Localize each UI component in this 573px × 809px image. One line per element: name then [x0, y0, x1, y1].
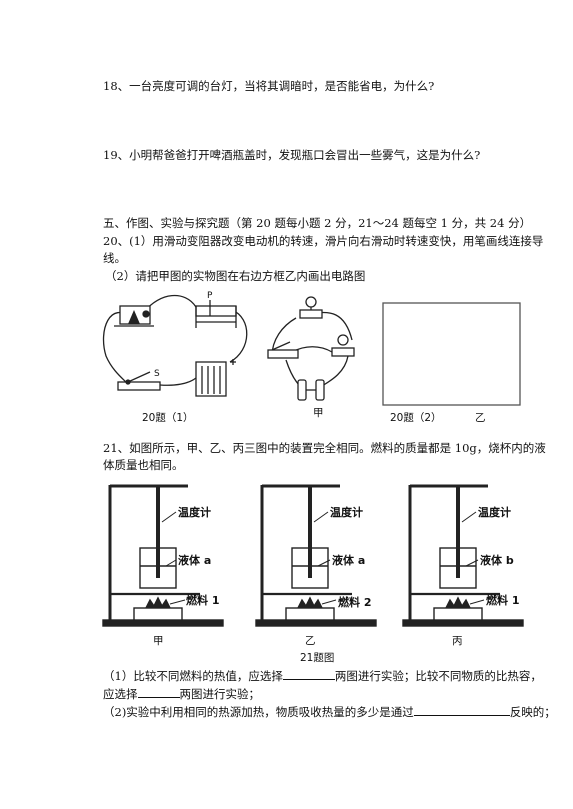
setup-yi-liquid-label: 液体 a — [332, 554, 366, 567]
answer-blank-2[interactable] — [137, 685, 180, 698]
sub1-text-b: 两图进行实验；比较不同物质的比热容， — [334, 669, 542, 683]
question-19: 19、小明帮爸爸打开啤酒瓶盖时，发现瓶口会冒出一些雾气，这是为什么? — [103, 148, 481, 162]
setup-bing-caption: 丙 — [452, 635, 463, 647]
figure-20-yi-label: 乙 — [475, 412, 486, 424]
setup-bing-thermometer-label: 温度计 — [478, 506, 511, 519]
figure-20-jia-label: 甲 — [313, 407, 324, 419]
question-21-sub2: （2)实验中利用相同的热源加热，物质吸收热量的多少是通过 反映的； — [103, 703, 556, 720]
setup-jia-fuel-label: 燃料 1 — [186, 594, 220, 607]
question-18: 18、一台亮度可调的台灯，当将其调暗时，是否能省电，为什么? — [103, 79, 435, 93]
setup-jia-liquid-label: 液体 a — [178, 554, 212, 567]
section-5-heading: 五、作图、实验与探究题（第 20 题每小题 2 分，21～24 题每空 1 分，… — [103, 216, 532, 230]
switch-label: S — [154, 369, 160, 379]
question-20-part2: （2）请把甲图的实物图在右边方框乙内画出电路图 — [105, 269, 366, 283]
setup-yi-caption: 乙 — [305, 635, 316, 647]
figure-20-1-caption: 20题（1） — [142, 412, 194, 424]
question-20-part1-line1: 20、(1）用滑动变阻器改变电动机的转速，滑片向右滑动时转速变快，用笔画线连接导 — [103, 234, 544, 248]
question-20-part1-line2: 线。 — [103, 251, 126, 265]
setup-yi-fuel-label: 燃料 2 — [338, 596, 372, 609]
question-21-sub1-line2: 应选择 两图进行实验； — [103, 685, 260, 702]
question-21-line2: 体质量也相同。 — [103, 458, 184, 472]
sub2-text-b: 反映的； — [509, 705, 556, 719]
figure-20-2-caption: 20题（2） — [390, 412, 442, 424]
question-21-line1: 21、如图所示，甲、乙、丙三图中的装置完全相同。燃料的质量都是 10g，烧杯内的… — [103, 441, 546, 455]
setup-bing-liquid-label: 液体 b — [480, 554, 514, 567]
sub1-text-a: （1）比较不同燃料的热值，应选择 — [103, 669, 283, 683]
setup-bing-fuel-label: 燃料 1 — [486, 594, 520, 607]
setup-jia-caption: 甲 — [153, 635, 164, 647]
sub1-text-c: 应选择 — [103, 687, 138, 701]
answer-blank-3[interactable] — [413, 703, 510, 716]
setup-yi-thermometer-label: 温度计 — [330, 506, 363, 519]
answer-blank-1[interactable] — [282, 667, 335, 680]
rheostat-label: P — [207, 291, 213, 301]
setup-jia-thermometer-label: 温度计 — [178, 506, 211, 519]
figure-21-caption: 21题图 — [300, 652, 335, 664]
question-21-sub1-line1: （1）比较不同燃料的热值，应选择 两图进行实验；比较不同物质的比热容， — [103, 667, 542, 684]
sub2-text-a: （2)实验中利用相同的热源加热，物质吸收热量的多少是通过 — [103, 705, 414, 719]
sub1-text-d: 两图进行实验； — [179, 687, 261, 701]
